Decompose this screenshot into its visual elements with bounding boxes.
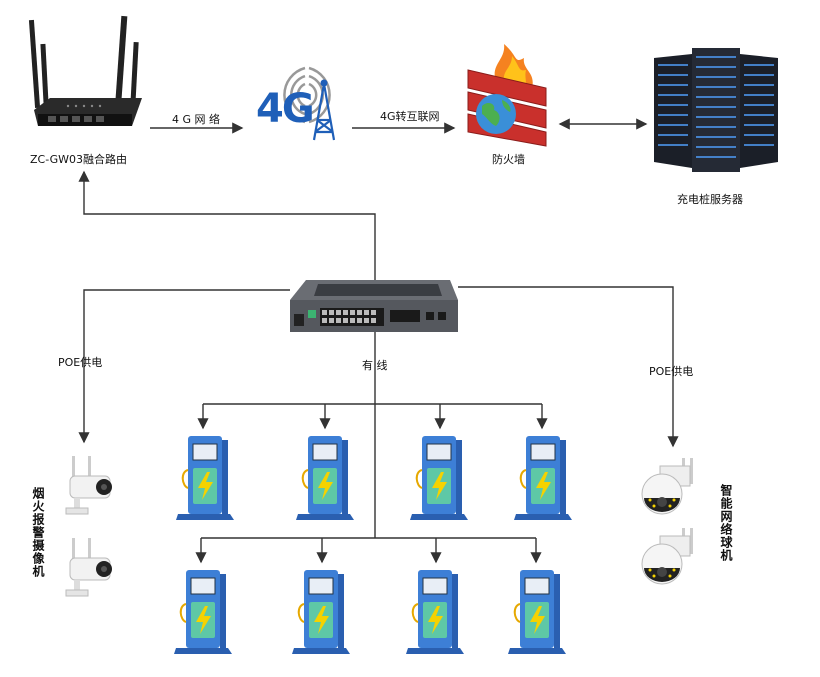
link-4g-label: 4 G 网 络: [172, 113, 221, 126]
poe-left-label: POE供电: [58, 356, 103, 369]
bullet-camera-icon: [58, 536, 120, 600]
router-icon: [28, 14, 148, 144]
4g-text: 4G: [256, 86, 315, 132]
router-label: ZC-GW03融合路由: [30, 153, 127, 166]
server-label: 充电桩服务器: [677, 193, 743, 206]
dome-camera-icon: [636, 526, 700, 588]
bullet-camera-icon: [58, 454, 120, 518]
smoke-camera-label: 烟火报警摄像机: [31, 487, 45, 578]
line-switch-right-camera: [458, 286, 679, 448]
dome-camera-icon: [636, 456, 700, 518]
charging-pile-icon: [406, 566, 464, 654]
firewall-icon: [466, 42, 556, 147]
link-internet-label: 4G转互联网: [380, 110, 440, 123]
charging-pile-icon: [176, 432, 234, 520]
switch-icon: [288, 278, 460, 336]
charging-pile-icon: [174, 566, 232, 654]
charging-pile-icon: [296, 432, 354, 520]
dome-camera-label: 智能网络球机: [719, 484, 733, 562]
charging-pile-icon: [508, 566, 566, 654]
poe-right-label: POE供电: [649, 365, 694, 378]
line-switch-router: [78, 170, 376, 285]
charging-pile-icon: [292, 566, 350, 654]
charging-pile-icon: [514, 432, 572, 520]
4g-tower-icon: [254, 50, 360, 145]
line-switch-left-camera: [78, 289, 290, 444]
server-icon: [652, 44, 782, 174]
wired-label: 有 线: [362, 359, 388, 372]
firewall-label: 防火墙: [492, 153, 525, 166]
charging-pile-icon: [410, 432, 468, 520]
